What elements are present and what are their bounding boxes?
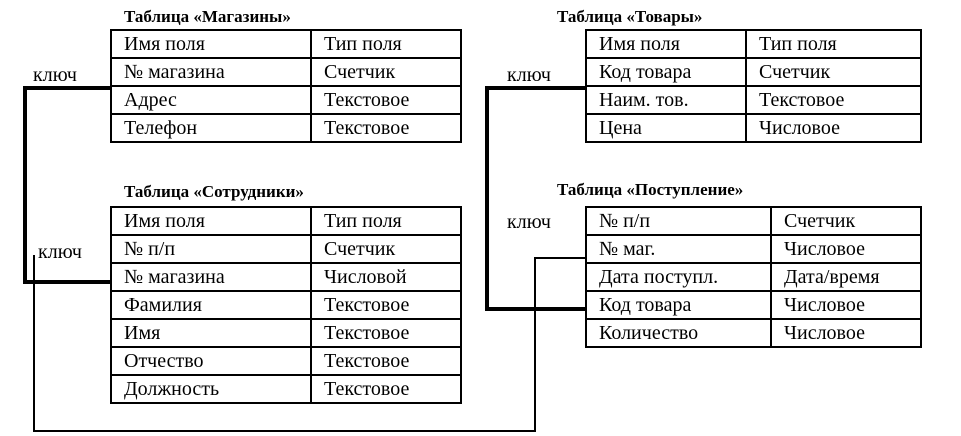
field-name-cell: Имя поля	[110, 29, 312, 59]
field-type-cell: Дата/время	[770, 262, 922, 292]
field-type-cell: Счетчик	[745, 57, 922, 87]
field-name-cell: Имя	[110, 318, 312, 348]
shops-receipts-link	[33, 255, 585, 432]
field-type-cell: Текстовое	[310, 346, 462, 376]
table-row: № маг.Числовое	[585, 234, 922, 264]
field-type-cell: Числовой	[310, 262, 462, 292]
field-name-cell: Количество	[585, 318, 772, 348]
field-type-cell: Текстовое	[310, 85, 462, 115]
field-name-cell: № п/п	[110, 234, 312, 264]
field-type-cell: Текстовое	[310, 374, 462, 404]
field-type-cell: Числовое	[770, 290, 922, 320]
shops-table-title: Таблица «Магазины»	[124, 7, 291, 26]
field-name-cell: Цена	[585, 113, 747, 143]
staff-key-label: ключ	[38, 241, 82, 263]
field-name-cell: Код товара	[585, 290, 772, 320]
field-name-cell: Телефон	[110, 113, 312, 143]
field-type-cell: Тип поля	[745, 29, 922, 59]
field-name-cell: Должность	[110, 374, 312, 404]
field-name-cell: Код товара	[585, 57, 747, 87]
field-type-cell: Счетчик	[310, 57, 462, 87]
table-row: Дата поступл.Дата/время	[585, 262, 922, 292]
field-type-cell: Текстовое	[310, 113, 462, 143]
shops-staff-link	[23, 86, 110, 284]
field-name-cell: Наим. тов.	[585, 85, 747, 115]
field-type-cell: Текстовое	[310, 290, 462, 320]
field-type-cell: Числовое	[770, 234, 922, 264]
field-type-cell: Тип поля	[310, 29, 462, 59]
receipts-table-title: Таблица «Поступление»	[557, 180, 744, 199]
receipts-key-label: ключ	[507, 211, 551, 233]
field-type-cell: Тип поля	[310, 206, 462, 236]
staff-table-title: Таблица «Сотрудники»	[124, 182, 304, 201]
field-type-cell: Текстовое	[310, 318, 462, 348]
field-name-cell: № п/п	[585, 206, 772, 236]
field-name-cell: № магазина	[110, 262, 312, 292]
field-name-cell: Имя поля	[585, 29, 747, 59]
goods-table-title: Таблица «Товары»	[557, 7, 703, 26]
field-name-cell: № магазина	[110, 57, 312, 87]
field-type-cell: Числовое	[745, 113, 922, 143]
field-type-cell: Числовое	[770, 318, 922, 348]
field-name-cell: Отчество	[110, 346, 312, 376]
field-type-cell: Текстовое	[745, 85, 922, 115]
field-name-cell: № маг.	[585, 234, 772, 264]
field-name-cell: Адрес	[110, 85, 312, 115]
field-type-cell: Счетчик	[310, 234, 462, 264]
goods-key-label: ключ	[507, 64, 551, 86]
table-row: Наим. тов.Текстовое	[585, 85, 922, 115]
field-type-cell: Счетчик	[770, 206, 922, 236]
field-name-cell: Дата поступл.	[585, 262, 772, 292]
field-name-cell: Имя поля	[110, 206, 312, 236]
field-name-cell: Фамилия	[110, 290, 312, 320]
shops-key-label: ключ	[33, 64, 77, 86]
